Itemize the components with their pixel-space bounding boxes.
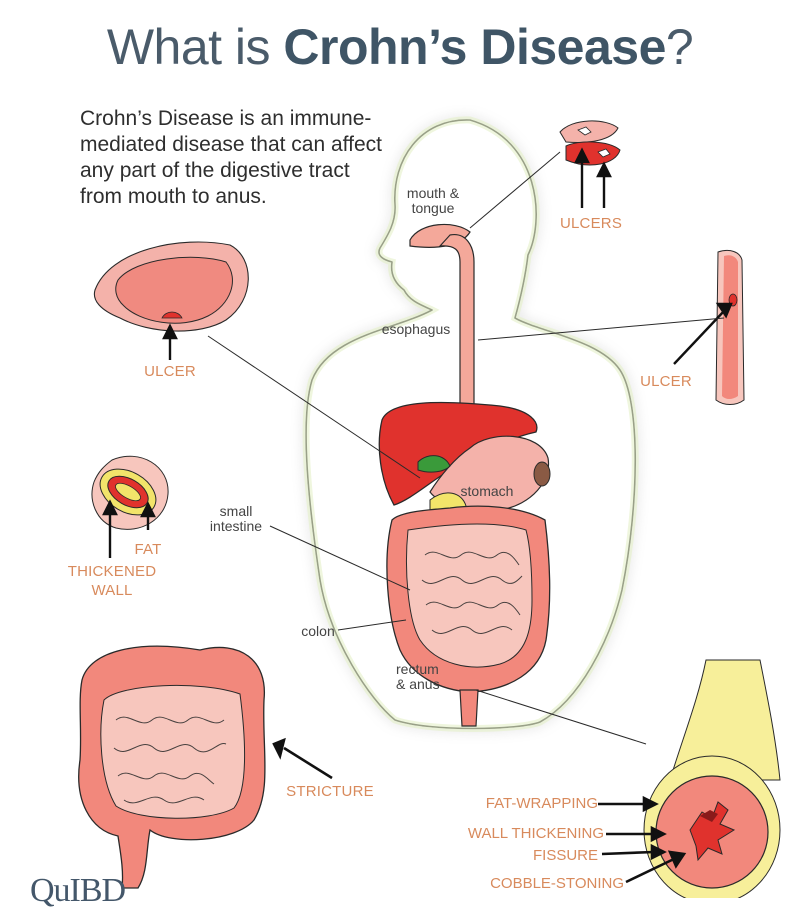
esophagus-inset	[715, 249, 745, 405]
label-esophagus: esophagus	[381, 321, 451, 337]
brand-logo: QuIBD	[30, 872, 126, 909]
label-stricture: STRICTURE	[286, 783, 374, 800]
label-ulcers: ULCERS	[559, 215, 623, 232]
intro-text: Crohn’s Disease is an immune-mediated di…	[80, 107, 382, 208]
colon-inset	[78, 645, 266, 889]
page-title: What is Crohn’s Disease?	[106, 19, 694, 75]
label-wall-thickening: WALL THICKENING	[467, 825, 604, 842]
stomach-inset	[93, 241, 249, 332]
label-stomach: stomach	[460, 483, 514, 499]
rectum-shape	[459, 689, 479, 727]
label-rectum: rectum& anus	[396, 661, 440, 692]
label-fat-wrapping: FAT-WRAPPING	[485, 795, 598, 812]
label-mouth: mouth &tongue	[406, 185, 460, 216]
intestine-section-inset	[91, 455, 169, 530]
gallbladder-shape	[417, 455, 451, 473]
label-cobble-stoning: COBBLE-STONING	[490, 875, 624, 892]
label-fat: FAT	[134, 541, 162, 558]
mouth-inset	[559, 120, 621, 166]
label-ulcer-left: ULCER	[144, 363, 196, 380]
label-colon: colon	[301, 623, 335, 639]
label-ulcer-right: ULCER	[640, 373, 692, 390]
rectum-section-inset	[643, 659, 781, 898]
label-fissure: FISSURE	[532, 847, 598, 864]
